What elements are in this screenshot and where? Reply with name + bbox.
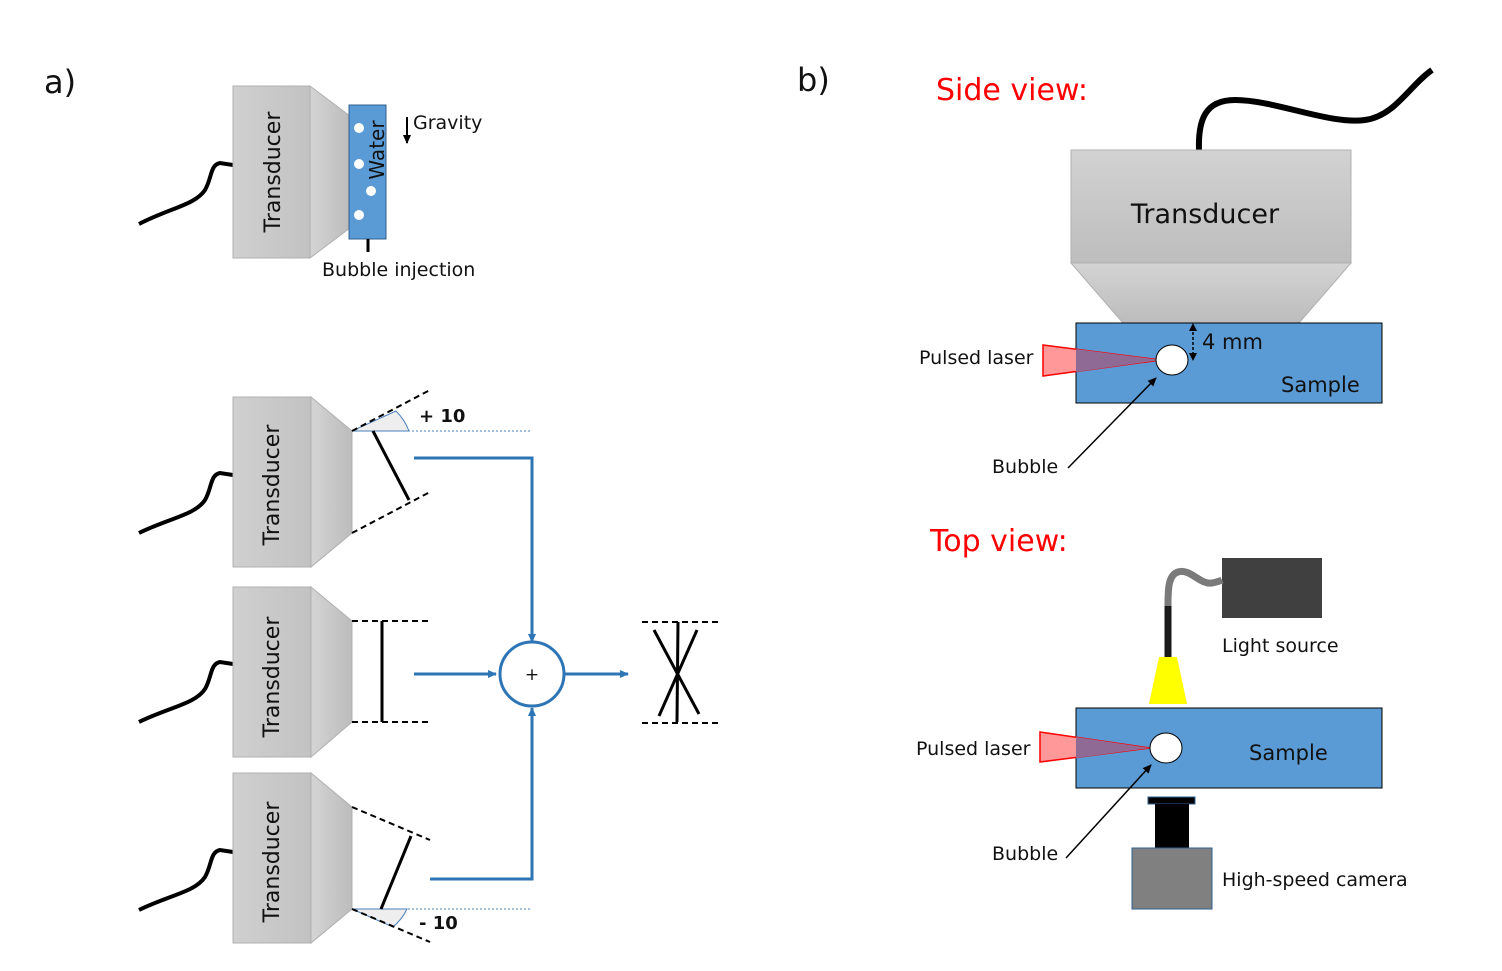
transducer-plus-10: Transducer + 10 [138,389,532,569]
transducer-cone [310,395,353,569]
transducer-cone [1069,262,1353,324]
distance-arrow-down-icon [1189,353,1197,361]
transducer-body [232,772,312,944]
side-bubble-pointer [1067,377,1157,469]
distance-label: 4 mm [1202,330,1263,354]
cable [138,847,234,912]
cable [138,160,234,226]
camera-body [1131,847,1213,910]
camera-lens [1155,804,1189,848]
side-view-transducer: Transducer [1069,67,1434,324]
distance-arrow-up-icon [1189,323,1197,331]
bubble-dot [354,159,364,169]
light-source-box [1222,558,1322,618]
bubble-injection-label: Bubble injection [322,259,475,281]
wavefront [371,430,411,501]
side-bubble [1155,344,1189,376]
sum-symbol: + [525,665,539,685]
wavefront [657,629,699,717]
beam-edge [351,908,431,943]
transducer-cone [310,585,353,759]
top-sample-label: Sample [1249,741,1328,765]
transducer-label: Transducer [260,801,285,924]
panel-a-label: a) [44,63,76,101]
gravity-label: Gravity [413,112,482,134]
cable [138,470,234,535]
cable [138,659,234,724]
top-bubble [1149,732,1183,764]
top-pulsed-laser-label: Pulsed laser [916,738,1031,760]
wavefront [652,629,701,715]
light-cone [1149,657,1187,704]
compounding-flow: + [414,456,629,881]
bubble-dot [366,186,376,196]
water-label: Water [365,120,389,180]
bubble-dot [354,123,364,133]
beam-edge [351,389,431,432]
side-view-title: Side view: [936,73,1088,108]
transducer-body [232,586,312,758]
top-bubble-pointer [1065,764,1152,859]
setup-transducer: Transducer [138,85,351,259]
beam-edge [351,806,431,841]
water-column: Water [348,104,389,252]
panel-b-label: b) [797,61,830,99]
transducer-cone [310,771,353,945]
camera-label: High-speed camera [1222,869,1408,891]
cable [1195,67,1434,151]
light-guide [1164,567,1224,607]
side-bubble-label: Bubble [992,456,1058,478]
transducer-label: Transducer [1130,199,1280,230]
flow-line-top [414,456,536,643]
transducer-body [1070,149,1352,264]
angle-arc [351,908,408,928]
angle-plus-label: + 10 [419,406,465,427]
light-source [1149,558,1322,704]
angle-arc [351,410,410,432]
top-bubble-label: Bubble [992,843,1058,865]
camera-lens-cap [1147,796,1196,805]
wavefront [379,835,413,910]
transducer-minus-10: Transducer - 10 [138,771,532,945]
side-laser-in-sample [1076,349,1161,372]
top-laser-in-sample [1076,737,1150,758]
high-speed-camera [1131,796,1213,910]
transducer-label: Transducer [261,111,286,234]
transducer-zero: Transducer [138,585,430,759]
compounded-wavefronts [642,621,720,724]
angle-minus-label: - 10 [419,913,458,934]
beam-edge [351,491,431,534]
transducer-cone [309,85,351,259]
bubble-dot [354,210,364,220]
transducer-body [232,396,312,568]
side-sample-label: Sample [1281,373,1360,397]
transducer-label: Transducer [260,424,285,547]
light-source-label: Light source [1222,635,1339,657]
top-view-title: Top view: [929,524,1068,559]
side-pulsed-laser-label: Pulsed laser [919,347,1034,369]
flow-line-bottom [430,707,536,881]
transducer-body [232,85,311,259]
transducer-label: Transducer [260,616,285,739]
